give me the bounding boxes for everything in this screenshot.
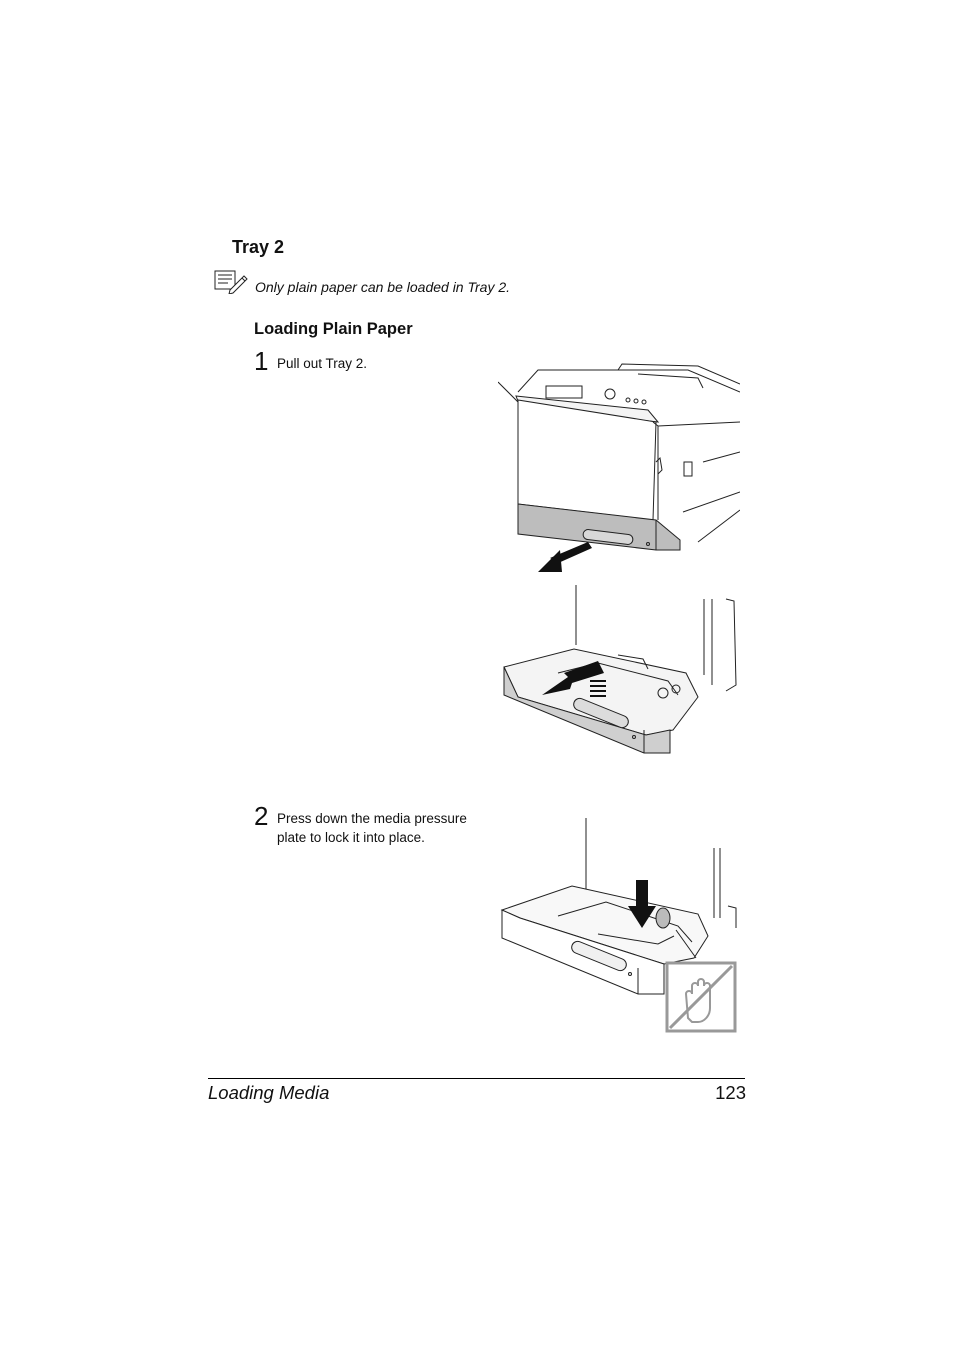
section-title: Tray 2 bbox=[232, 237, 285, 257]
step-text-line: Pull out Tray 2. bbox=[277, 356, 368, 371]
note-text: Only plain paper can be loaded in Tray 2… bbox=[255, 279, 511, 295]
page-number: 123 bbox=[715, 1082, 746, 1103]
note-pencil-icon bbox=[214, 270, 248, 295]
tray-pulled-out-illustration bbox=[498, 585, 740, 760]
step-text-line: plate to lock it into place. bbox=[277, 830, 425, 845]
footer-rule bbox=[208, 1078, 745, 1079]
step-text: Press down the media pressure plate to l… bbox=[277, 809, 467, 847]
press-plate-illustration bbox=[498, 818, 740, 1036]
printer-pull-tray-illustration bbox=[497, 362, 741, 582]
subsection-title: Loading Plain Paper bbox=[254, 320, 413, 338]
step-text: Pull out Tray 2. bbox=[277, 354, 367, 373]
step-number: 1 bbox=[254, 346, 269, 376]
step-number: 2 bbox=[254, 801, 269, 831]
footer-section-title: Loading Media bbox=[208, 1082, 330, 1103]
step-text-line: Press down the media pressure bbox=[277, 811, 467, 826]
